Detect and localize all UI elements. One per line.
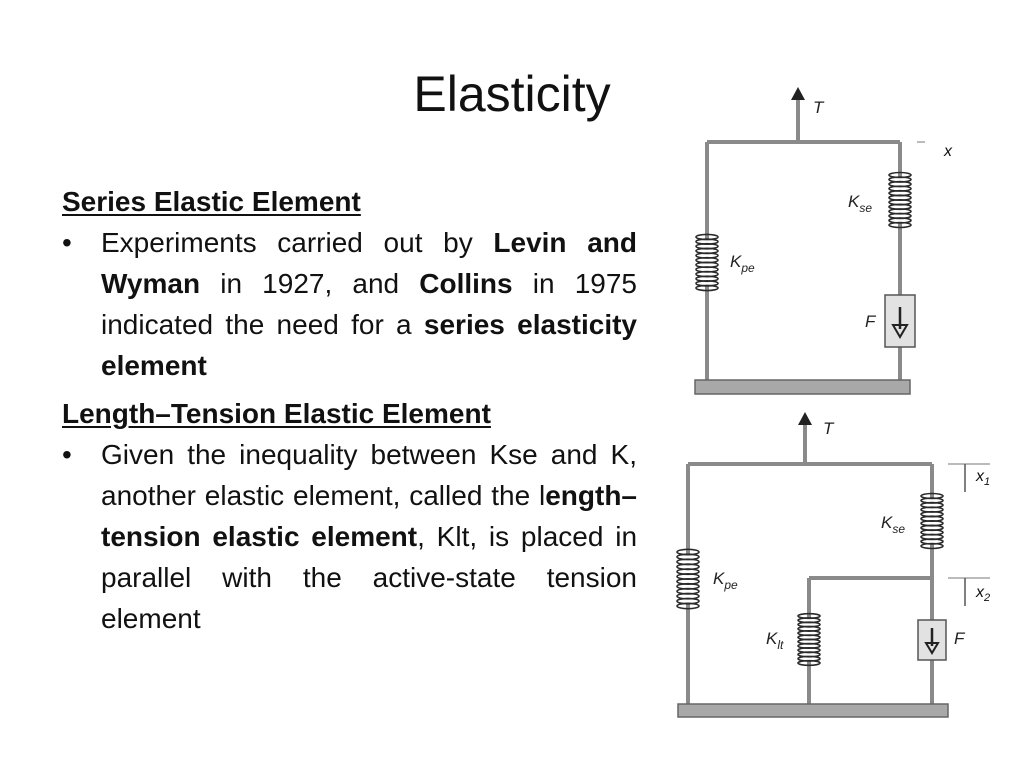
bullet-text: Experiments carried out by Levin and Wym… [101,227,637,381]
section-heading-length-tension: Length–Tension Elastic Element [62,398,491,429]
section-heading-series-elastic: Series Elastic Element [62,186,361,217]
force-element [884,294,916,348]
text-run: in 1975 indicated the need for a [101,268,637,340]
force-label: F [865,312,877,331]
kpe-spring [676,548,700,610]
displacement-marker-1 [948,463,990,492]
length-tension-diagram-svg: T Kpe Kse Klt F [676,412,990,718]
spring-coil [676,602,700,610]
text-run-bold: Levin and Wyman [101,227,637,299]
text-run-bold: ength–tension elastic element [101,480,637,552]
text-run: Experiments carried out by [101,227,494,258]
kpe-label: Kpe [713,569,738,592]
force-element [917,619,947,661]
diagram2-displacement-label-1: x1 [976,468,991,489]
base-plate [694,379,911,395]
bullet-text: Given the inequality between Kse and K, … [101,439,637,634]
spring-coil [797,659,821,667]
text-run: Given the inequality between Kse and K, … [101,439,637,511]
text-run: , Klt, is placed in parallel with the ac… [101,521,638,634]
spring-coil [920,542,944,550]
series-elastic-diagram-svg: T Kpe Kse F [694,87,925,395]
tension-arrow [791,87,805,140]
force-label: F [954,629,966,648]
series-elastic-diagram: T Kpe Kse F [685,85,925,400]
displacement-marker [917,141,925,143]
base-plate [677,703,949,718]
kse-label: Kse [848,192,872,215]
displacement-marker-2 [948,577,990,606]
bullet-dot: • [62,227,72,258]
tension-arrow [798,412,812,464]
bullet-length-tension: • Given the inequality between Kse and K… [62,434,637,639]
spring-coil [695,284,719,292]
slide-content: Series Elastic Element • Experiments car… [62,182,637,647]
length-tension-diagram: T Kpe Kse Klt F [668,406,998,726]
diagram1-displacement-label: x [944,143,952,160]
kse-label: Kse [881,513,905,536]
kpe-spring [695,233,719,292]
bullet-series-elastic: • Experiments carried out by Levin and W… [62,222,637,386]
klt-spring [797,612,821,667]
tension-label: T [813,98,825,117]
klt-label: Klt [766,629,784,652]
diagram2-displacement-label-2: x2 [976,584,991,605]
slide-title: Elasticity [413,66,611,122]
spring-coil [888,221,912,229]
bullet-dot: • [62,439,72,470]
text-run: in 1927, and [200,268,420,299]
tension-label: T [823,419,835,438]
text-run-bold: series elasticity element [101,309,637,381]
text-run-bold: Collins [419,268,513,299]
kpe-label: Kpe [730,252,755,275]
kse-spring [920,492,944,550]
kse-spring [888,171,912,229]
